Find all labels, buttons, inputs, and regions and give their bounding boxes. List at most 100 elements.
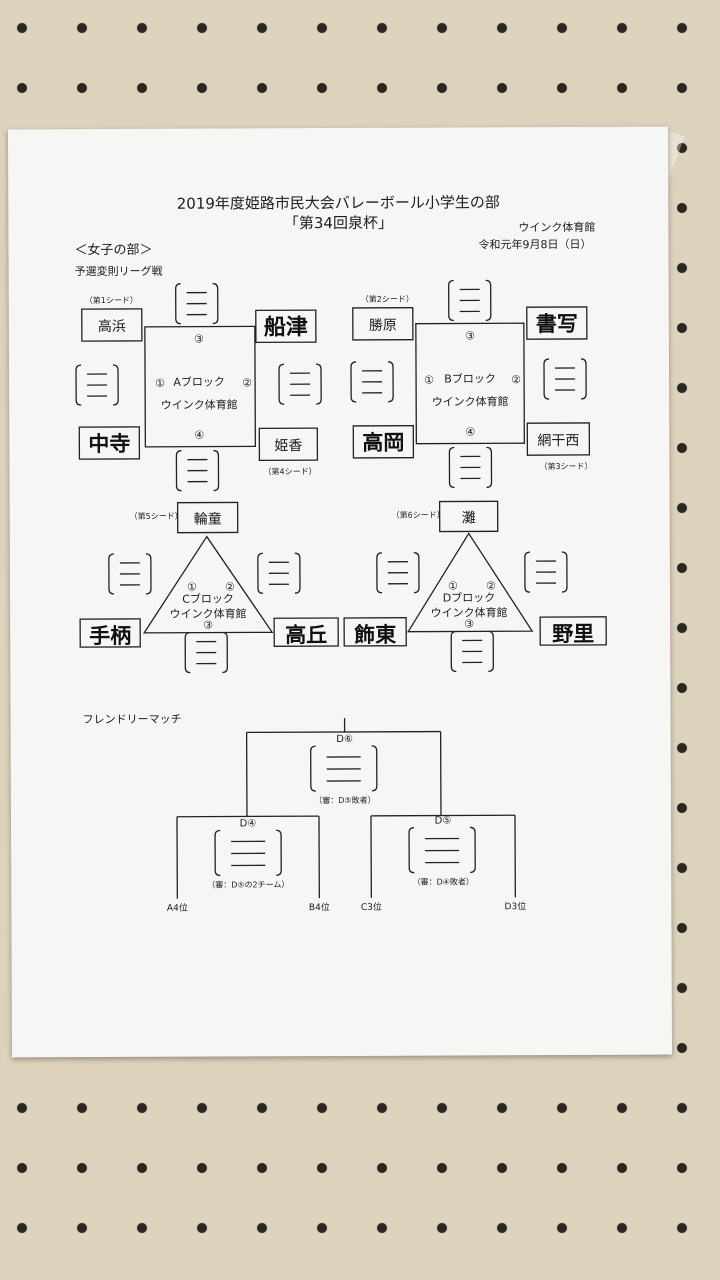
match-marker: ② [486,579,496,592]
block-a-venue: ウインク体育館 [161,397,238,411]
score-box [278,363,322,405]
slot-a4: A4位 [167,902,188,914]
block-d-name: Dブロック [443,590,496,604]
right-match-label: D⑤ [435,816,452,827]
score-box [108,553,152,595]
team-shosha: 書写 [536,311,578,336]
block-b-frame [415,322,526,445]
team-box-nakadera [78,426,141,460]
score-box [447,279,492,322]
doc-title: 2019年度姫路市民大会バレーボール小学生の部 [177,193,500,212]
bracket-drawing: 2019年度姫路市民大会バレーボール小学生の部 「第34回泉杯」 ウインク体育館… [74,193,607,914]
block-a-frame [144,325,257,448]
match-marker: ① [424,374,434,387]
seed-label-6: （第6シード） [392,510,445,520]
venue-label: ウインク体育館 [518,220,595,234]
final-match-label: D⑥ [336,734,353,745]
block-c-triangle [142,535,274,634]
score-box [408,826,476,874]
match-marker: ③ [194,333,204,346]
score-box [376,552,420,594]
team-box-shosha [526,306,588,340]
seed-label-4: （第4シード） [263,466,316,476]
match-marker: ③ [465,329,475,342]
team-box-aboshinishi [526,422,591,456]
team-box-shikito [343,617,407,647]
score-box [175,282,219,325]
team-funatsu: 船津 [264,314,308,340]
team-nakadera: 中寺 [88,431,130,456]
match-marker: ② [511,373,521,386]
match-marker: ④ [465,425,475,438]
match-marker: ④ [194,429,204,442]
seed-label-1: （第1シード） [85,295,138,305]
team-tegara: 手柄 [89,623,131,648]
seed-label-5: （第5シード） [130,511,183,521]
team-takahama: 高浜 [98,318,126,335]
score-box [543,358,587,400]
block-a: （第1シード） 高浜 船津 中寺 姫香 （第4シード） ③ ① ② Aブロック … [75,282,322,492]
block-d-triangle [407,532,534,633]
block-d: （第6シード） 灘 ① ② Dブロック ウインク体育館 ③ 飾東 野里 [343,500,607,673]
team-box-nozato [539,616,607,646]
team-nozato: 野里 [552,621,594,646]
team-aboshinishi: 網干西 [537,433,579,449]
score-box [75,364,119,406]
bracket-sheet: 2019年度姫路市民大会バレーボール小学生の部 「第34回泉杯」 ウインク体育館… [7,126,673,1058]
score-box [175,449,220,492]
friendly-title: フレンドリーマッチ [83,713,182,726]
block-d-venue: ウインク体育館 [431,605,508,619]
team-box-katsuhara [352,307,414,341]
score-box [257,552,301,595]
score-box [214,829,282,877]
date-label: 令和元年9月8日（日） [478,237,591,251]
team-box-tegara [79,618,141,648]
right-referee: （審：D④敗者） [413,876,474,886]
doc-subtitle: 「第34回泉杯」 [284,214,393,232]
seed-label-2: （第2シード） [361,294,414,304]
seed-label-3: （第3シード） [539,461,592,471]
slot-d3: D3位 [505,900,527,912]
team-himeka: 姫香 [274,438,302,454]
block-b-name: Bブロック [444,371,496,385]
team-takaoka: 高岡 [362,430,404,455]
match-marker: ② [242,376,252,389]
match-marker: ③ [464,617,474,630]
team-box-himeka [258,427,319,462]
match-marker: ① [187,581,197,594]
team-takaoka-c: 高丘 [285,622,327,647]
team-nada: 灘 [462,510,476,526]
team-shikito: 飾東 [354,622,396,647]
score-box [524,551,568,593]
block-c-name: Cブロック [182,591,234,605]
block-b-venue: ウインク体育館 [432,394,509,408]
team-rindo: 輪童 [194,511,222,528]
score-box [448,446,493,489]
match-marker: ③ [203,619,213,632]
team-katsuhara: 勝原 [369,318,397,334]
section-label: 予選変則リーグ戦 [75,264,163,278]
score-box [184,631,229,674]
final-referee: （審：D⑤敗者） [314,795,375,805]
score-box [310,745,378,792]
score-box [350,361,394,403]
match-marker: ① [448,579,458,592]
team-box-funatsu [255,309,317,344]
block-c-venue: ウインク体育館 [170,606,247,620]
score-box [450,630,494,673]
match-marker: ② [225,580,235,593]
left-referee: （審：D⑤の2チーム） [207,879,289,889]
match-marker: ① [155,377,165,390]
team-box-nada [438,500,499,533]
team-box-takaoka [352,425,415,459]
team-box-takaoka-c [273,617,339,647]
friendly-bracket: フレンドリーマッチ D⑥ （審：D⑤敗者） D④ （審：D⑤の2チーム） D⑤ … [83,713,527,914]
block-a-name: Aブロック [173,375,225,389]
division-label: ＜女子の部＞ [74,242,152,258]
block-c: （第5シード） 輪童 ① ② Cブロック ウインク体育館 ③ 手柄 高丘 [79,501,339,674]
left-match-label: D④ [240,818,257,829]
team-box-rindo [176,501,239,534]
team-box-takahama [81,308,143,342]
slot-b4: B4位 [309,901,330,913]
block-b: （第2シード） 勝原 書写 高岡 網干西 （第3シード） ③ ① ② Bブロック… [350,279,593,489]
